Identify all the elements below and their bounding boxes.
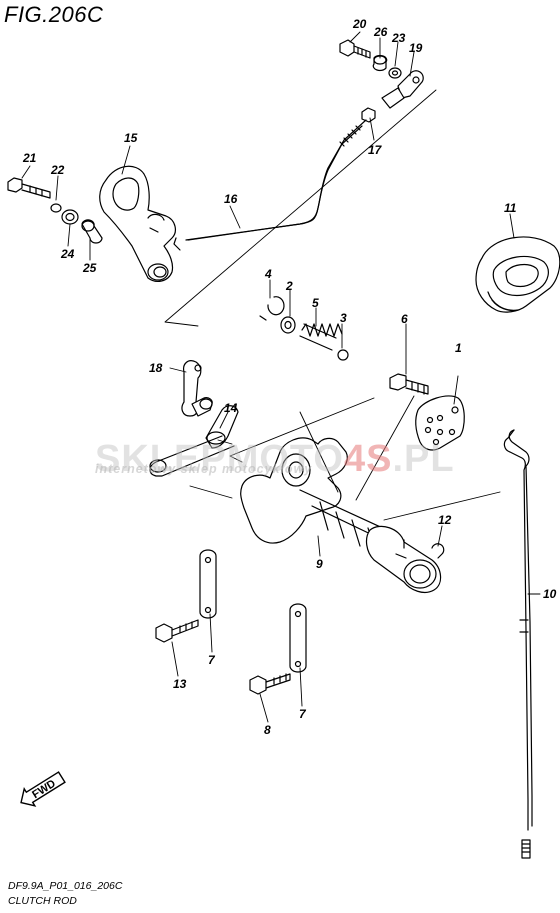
callout-9: 9 — [316, 557, 323, 571]
part-14-arm — [149, 405, 239, 477]
part-11-grommet — [475, 236, 560, 313]
callout-26: 26 — [373, 25, 388, 39]
watermark-logo: SKLEPMOTO4S.PL — [95, 438, 455, 481]
callout-4: 4 — [264, 267, 272, 281]
part-23-washer — [388, 67, 402, 79]
part-7-plate-left — [199, 549, 217, 619]
callout-14: 14 — [224, 401, 238, 415]
callout-labels: 20 26 23 19 17 15 21 22 24 25 16 11 4 2 … — [22, 17, 557, 737]
part-1-plate — [415, 395, 465, 451]
figure-title: FIG.206C — [4, 2, 104, 27]
callout-5: 5 — [312, 296, 319, 310]
part-16-rod — [173, 119, 367, 251]
callout-2: 2 — [285, 279, 293, 293]
callout-15: 15 — [124, 131, 138, 145]
part-15-lever — [99, 165, 176, 282]
part-17-nut — [361, 107, 376, 123]
callout-1: 1 — [455, 341, 462, 355]
callout-12: 12 — [438, 513, 452, 527]
part-12-clip — [431, 543, 445, 559]
part-7-plate-right — [289, 603, 307, 673]
figure-caption: CLUTCH ROD — [8, 895, 77, 907]
part-8-bolt — [249, 673, 291, 695]
watermark-main: SKLEPMOTO — [95, 438, 344, 480]
callout-16: 16 — [224, 192, 238, 206]
callout-11: 11 — [504, 201, 517, 215]
part-19-rod-end — [381, 70, 424, 109]
callout-10: 10 — [543, 587, 557, 601]
part-5-spring — [299, 323, 343, 351]
part-2-washer — [280, 316, 296, 334]
callout-17: 17 — [368, 143, 383, 157]
callout-8: 8 — [264, 723, 271, 737]
watermark-accent: 4S — [344, 438, 393, 480]
part-6-bolt — [389, 373, 429, 395]
callout-19: 19 — [409, 41, 423, 55]
watermark-tail: .PL — [392, 438, 455, 480]
callout-21: 21 — [22, 151, 37, 165]
callout-7-right: 7 — [299, 707, 307, 721]
fwd-arrow-icon: FWD — [20, 771, 66, 807]
part-13-bolt — [155, 619, 199, 643]
part-24-washer — [61, 209, 79, 225]
reference-lines — [164, 89, 501, 521]
figure-code: DF9.9A_P01_016_206C — [8, 880, 123, 892]
part-21-bolt — [7, 177, 51, 199]
watermark-tagline: internetowy sklep motocyklowy — [95, 462, 313, 476]
callout-20: 20 — [352, 17, 367, 31]
part-3-ball — [337, 349, 349, 361]
callout-25: 25 — [82, 261, 97, 275]
callout-24: 24 — [60, 247, 75, 261]
part-26-collar — [372, 54, 388, 72]
callout-22: 22 — [50, 163, 65, 177]
callout-6: 6 — [401, 312, 408, 326]
part-9-shaft — [240, 437, 442, 594]
leader-lines — [21, 31, 541, 723]
part-4-circlip — [259, 296, 285, 321]
part-18-link — [181, 360, 213, 417]
callout-3: 3 — [340, 311, 347, 325]
callout-13: 13 — [173, 677, 187, 691]
part-20-bolt — [339, 39, 371, 59]
callout-18: 18 — [149, 361, 163, 375]
callout-7-left: 7 — [208, 653, 216, 667]
part-22-washer — [50, 203, 62, 213]
callout-23: 23 — [391, 31, 406, 45]
part-10-rod — [503, 429, 533, 859]
part-25-collar — [81, 219, 103, 244]
